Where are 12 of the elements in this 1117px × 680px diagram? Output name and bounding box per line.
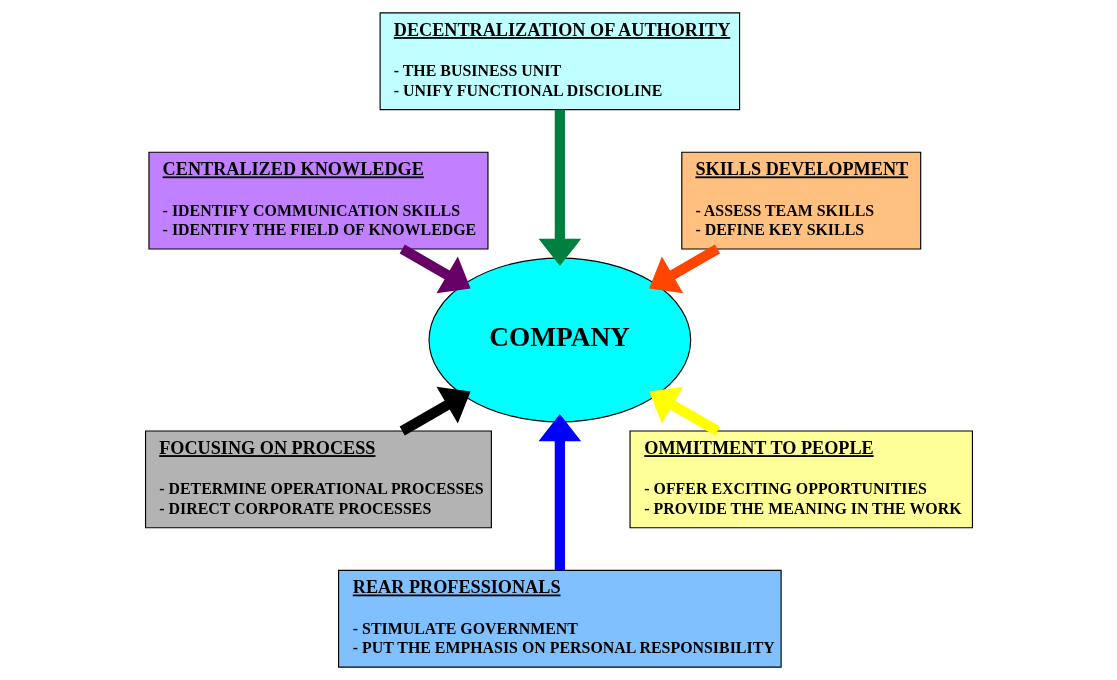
arrow	[648, 386, 720, 436]
arrow	[538, 414, 581, 571]
node-box: FOCUSING ON PROCESS - DETERMINE OPERATIONAL PROCESSES - DIRECT CORPORATE PROCESSES	[144, 430, 492, 529]
arrow	[399, 244, 471, 294]
node-box: CENTRALIZED KNOWLEDGE - IDENTIFY COMMUNICATION SKILLS - IDENTIFY THE FIELD OF KNOWLEDGE	[147, 151, 489, 250]
node-box: OMMITMENT TO PEOPLE - OFFER EXCITING OPPORTUNITIES - PROVIDE THE MEANING IN THE WORK	[628, 430, 973, 529]
node-box: DECENTRALIZATION OF AUTHORITY - THE BUSINESS UNIT - UNIFY FUNCTIONAL DISCIOLINE	[379, 12, 740, 111]
arrow	[648, 244, 720, 294]
arrow	[399, 386, 471, 436]
node-box: SKILLS DEVELOPMENT - ASSESS TEAM SKILLS - DEFINE KEY SKILLS	[680, 151, 921, 250]
node-box: REAR PROFESSIONALS - STIMULATE GOVERNMENT - PUT THE EMPHASIS ON PERSONAL RESPONSIBILITY	[337, 569, 782, 668]
arrow	[538, 109, 581, 266]
